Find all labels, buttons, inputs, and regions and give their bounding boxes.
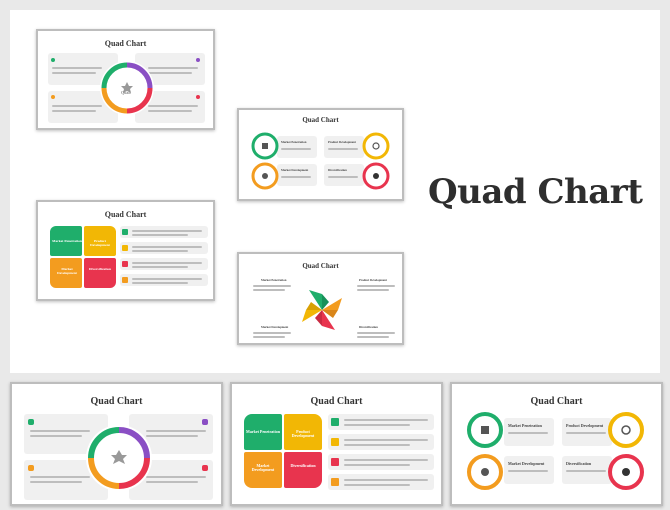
red-marker-icon: [196, 95, 200, 99]
green-marker-icon: [28, 419, 34, 425]
circle-icons: [467, 412, 644, 490]
label-market-development: Market Development: [508, 461, 545, 466]
square-diversification: [84, 258, 116, 288]
number-1: [122, 229, 128, 235]
square-diversification: [284, 452, 322, 488]
label-market-penetration: Market Penetration: [508, 423, 542, 428]
square-market-penetration: [244, 414, 282, 450]
label-product-development: Product Development: [359, 278, 387, 282]
orange-marker-icon: [51, 95, 55, 99]
square-product-development: [84, 226, 116, 256]
label-product-development: Product Development: [90, 239, 110, 247]
slide-title: Quad Chart: [104, 39, 147, 48]
number-3: [331, 458, 339, 466]
slide-title: Quad Chart: [530, 396, 583, 407]
circle-icons: [251, 132, 390, 190]
label-product-development: Product Development: [291, 429, 315, 439]
showcase-title: Quad Chart: [428, 172, 643, 212]
label-market-development: Market Development: [261, 325, 289, 329]
purple-marker-icon: [196, 58, 200, 62]
label-diversification: Diversification: [89, 267, 111, 271]
label-market-development: Market Development: [251, 463, 275, 473]
number-1: [331, 418, 339, 426]
square-market-development: [244, 452, 282, 488]
quad-ring-icon: [86, 425, 152, 491]
label-market-development: Market Development: [57, 267, 77, 275]
red-marker-icon: [202, 465, 208, 471]
slide-title: Quad Chart: [310, 396, 363, 407]
slide-thumbnail-pinwheel[interactable]: Quad Chart Market Penetration Product De…: [237, 252, 404, 345]
number-4: [331, 478, 339, 486]
orange-marker-icon: [28, 465, 34, 471]
slide-thumbnail-circle[interactable]: Quad Chart Quad: [36, 29, 215, 130]
pinwheel-icon: [302, 290, 342, 330]
number-3: [122, 261, 128, 267]
square-product-development: [284, 414, 322, 450]
slide-thumbnail-squares-large[interactable]: Quad Chart Market Penetration Product De…: [230, 382, 443, 506]
label-product-development: Product Development: [566, 423, 604, 428]
slide-title: Quad Chart: [104, 210, 147, 219]
label-diversification: Diversification: [566, 461, 592, 466]
center-label: Quad: [121, 90, 131, 95]
purple-marker-icon: [202, 419, 208, 425]
quad-ring-icon: [100, 61, 154, 115]
label-market-penetration: Market Penetration: [261, 278, 287, 282]
slide-title: Quad Chart: [90, 396, 143, 407]
label-market-penetration: Market Penetration: [246, 429, 280, 434]
slide-thumbnail-squares[interactable]: Quad Chart Market Penetration Product De…: [36, 200, 215, 301]
square-market-development: [50, 258, 82, 288]
number-2: [122, 245, 128, 251]
slide-title: Quad Chart: [302, 116, 339, 124]
square-market-penetration: [50, 226, 82, 256]
slide-title: Quad Chart: [302, 262, 339, 270]
label-market-development: Market Development: [281, 168, 309, 172]
number-2: [331, 438, 339, 446]
label-product-development: Product Development: [328, 140, 356, 144]
label-diversification: Diversification: [290, 463, 316, 468]
label-diversification: Diversification: [328, 168, 347, 172]
label-market-penetration: Market Penetration: [52, 239, 82, 243]
slide-thumbnail-circles-large[interactable]: Quad Chart Market Penetration Product De…: [450, 382, 663, 506]
number-4: [122, 277, 128, 283]
green-marker-icon: [51, 58, 55, 62]
slide-thumbnail-circle-large[interactable]: Quad Chart: [10, 382, 223, 506]
label-diversification: Diversification: [359, 325, 378, 329]
label-market-penetration: Market Penetration: [281, 140, 307, 144]
slide-thumbnail-circles[interactable]: Quad Chart Market Penetration Product De…: [237, 108, 404, 201]
